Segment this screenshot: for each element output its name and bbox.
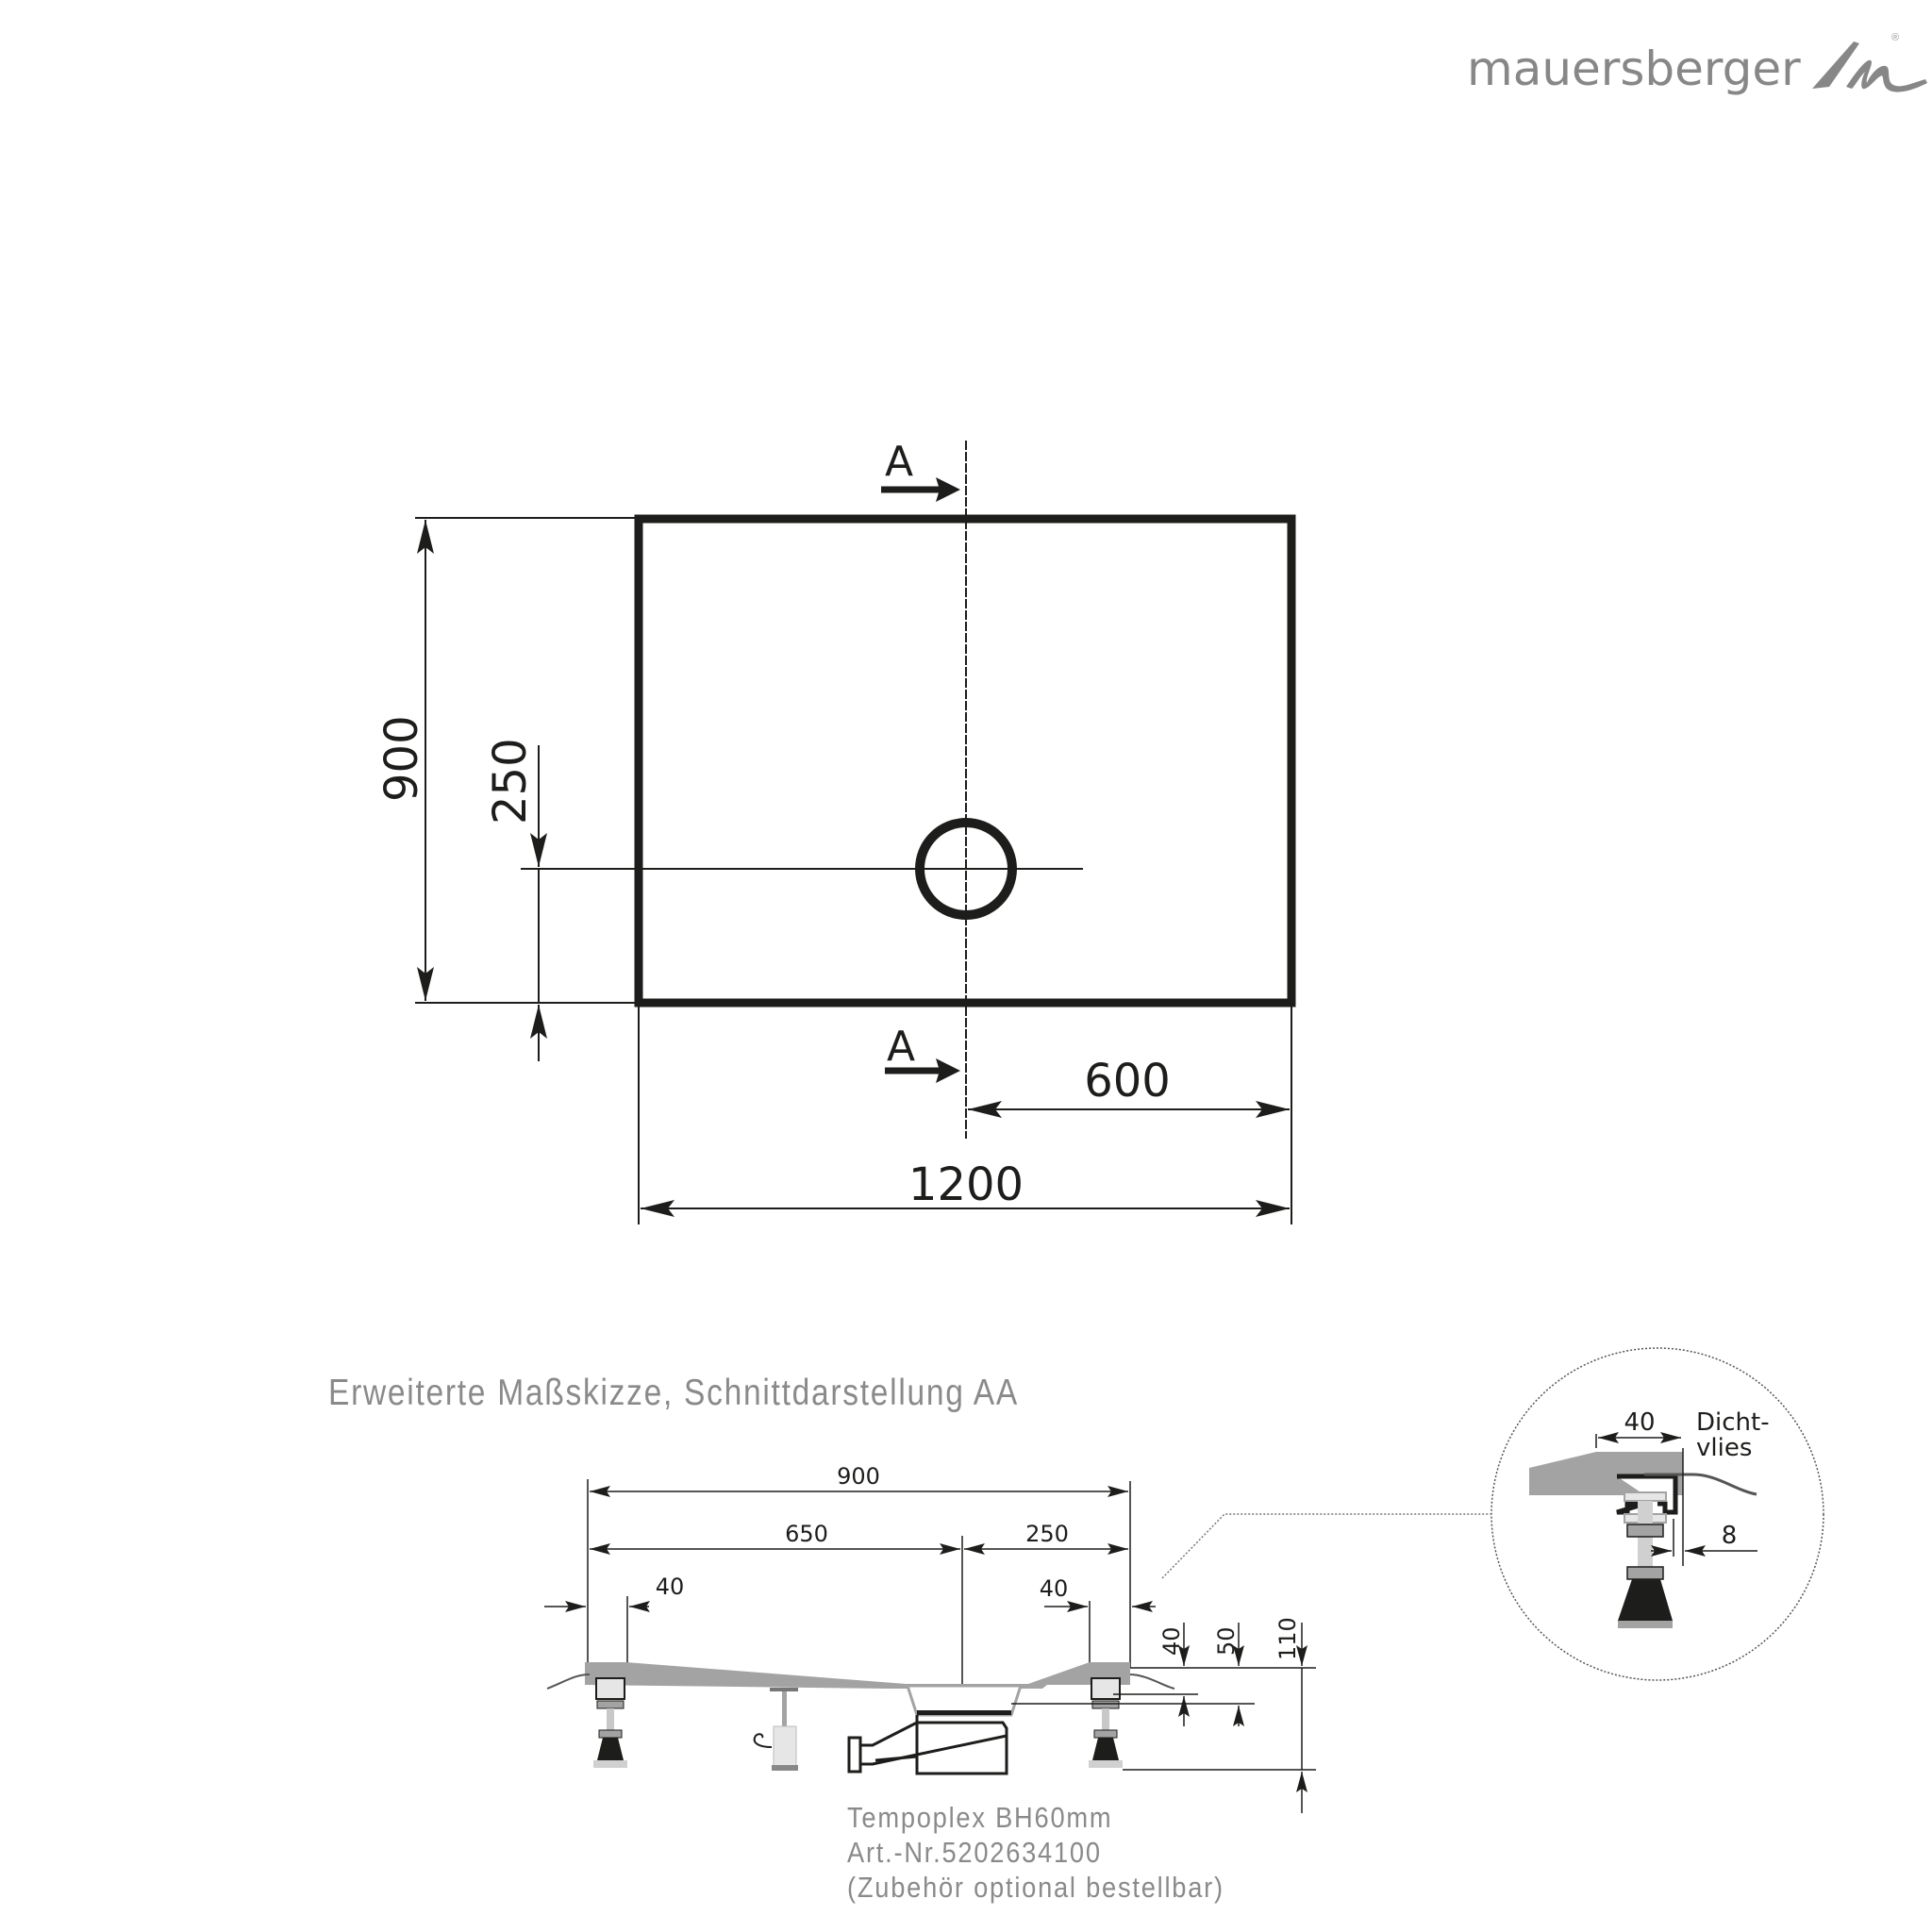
section-dim-650: 650: [785, 1521, 828, 1547]
detail-dim-40: 40: [1624, 1408, 1655, 1437]
siphon: [847, 1710, 1011, 1775]
section-dim-v40: 40: [1158, 1626, 1185, 1656]
note-line-optional: (Zubehör optional bestellbar): [847, 1871, 1224, 1904]
detail-view: 40 8 Dicht- vlies: [1491, 1347, 1824, 1681]
plan-view: A A 900 250 600 1200: [375, 438, 1296, 1224]
brand-mark-icon: [1811, 42, 1927, 92]
section-dim-right-40: 40: [1040, 1575, 1069, 1602]
detail-dim-8: 8: [1722, 1522, 1738, 1550]
dim-drain-600: 600: [1084, 1055, 1171, 1108]
detail-label-vlies: vlies: [1696, 1434, 1752, 1462]
brand-logo: mauersberger: [1467, 36, 1931, 92]
brand-name: mauersberger: [1467, 42, 1801, 96]
section-title: Erweiterte Maßskizze, Schnittdarstellung…: [328, 1373, 1019, 1413]
dim-width-1200: 1200: [908, 1158, 1024, 1211]
registered-mark: ®: [1891, 32, 1900, 43]
detail-label-dicht: Dicht-: [1696, 1408, 1770, 1437]
dim-height-900: 900: [375, 715, 428, 802]
section-dim-left-40: 40: [656, 1574, 685, 1600]
right-foot: [1089, 1677, 1123, 1768]
section-dim-900: 900: [837, 1463, 880, 1490]
section-dim-v110: 110: [1274, 1617, 1301, 1660]
section-dim-v50: 50: [1213, 1626, 1240, 1656]
siphon-note: Tempoplex BH60mm Art.-Nr.5202634100 (Zub…: [847, 1800, 1224, 1905]
middle-support: [753, 1688, 798, 1771]
section-label-top: A: [885, 438, 913, 486]
note-line-product: Tempoplex BH60mm: [847, 1801, 1113, 1834]
section-marker-bottom: A: [885, 1023, 960, 1083]
section-marker-top: A: [881, 438, 960, 502]
detail-leader: [1161, 1513, 1491, 1579]
section-dim-250: 250: [1025, 1521, 1069, 1547]
note-line-article: Art.-Nr.5202634100: [847, 1836, 1102, 1869]
section-view: 900 650 250 40 40: [544, 1463, 1491, 1813]
section-label-bottom: A: [887, 1023, 915, 1071]
left-foot: [593, 1677, 627, 1768]
tray-section: [585, 1662, 1130, 1689]
dim-drain-250: 250: [484, 738, 537, 824]
